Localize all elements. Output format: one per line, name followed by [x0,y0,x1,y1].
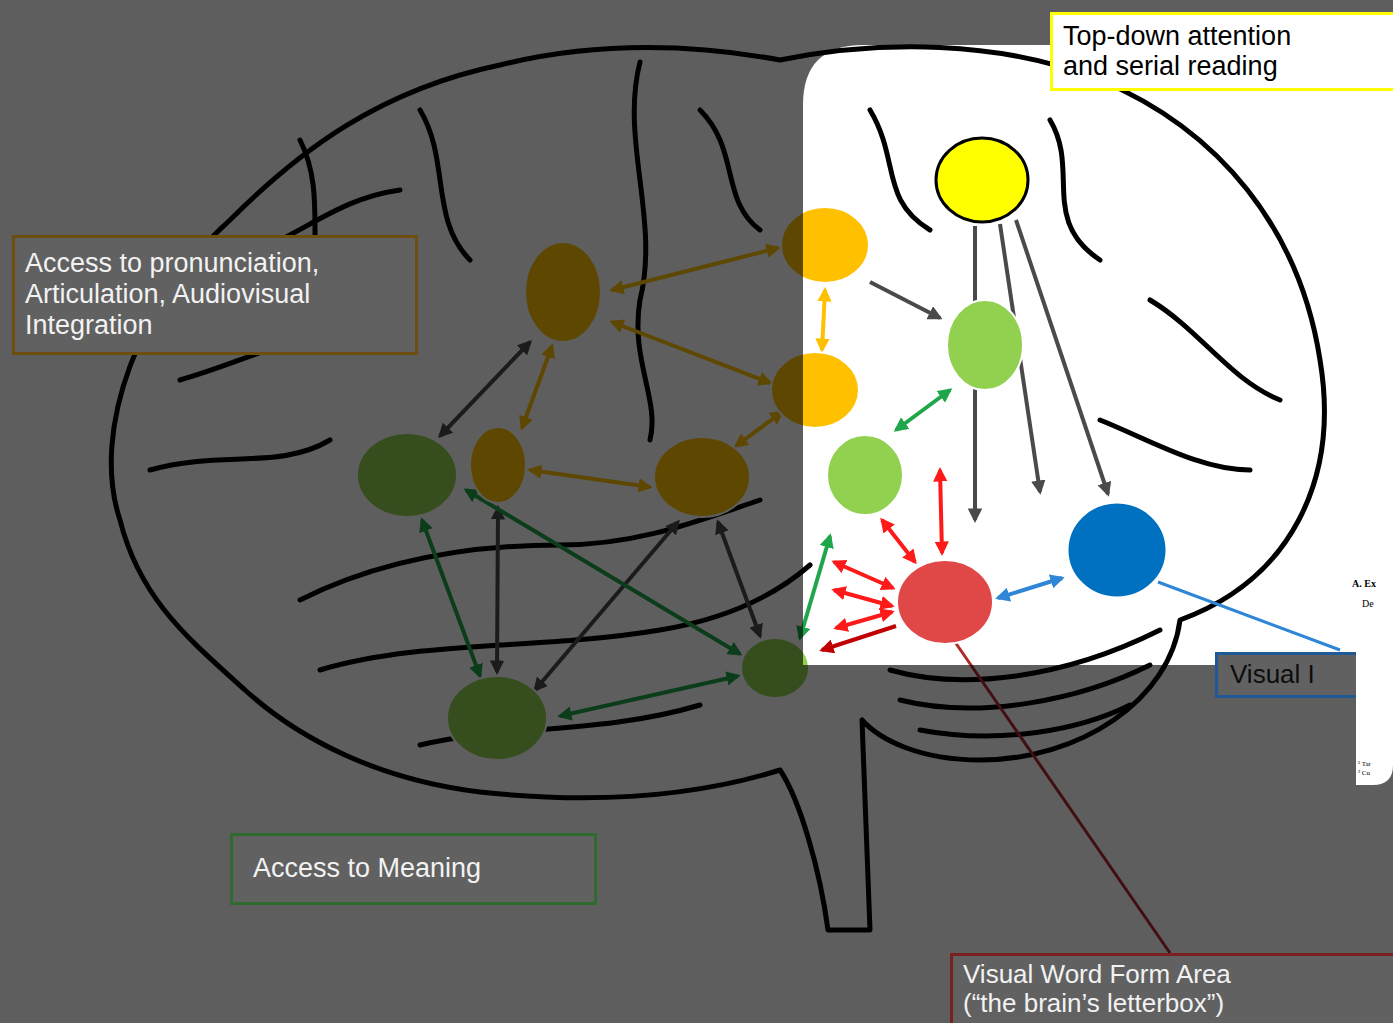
figure-fragment-text: A. Ex [1352,578,1376,589]
sulcus [1150,300,1280,400]
callout-box: Top-down attention and serial reading [1050,12,1393,91]
arrow [1016,220,1108,494]
arrow [998,578,1062,598]
callout-text: Access to Meaning [253,853,574,884]
sulcus [1050,120,1100,260]
callout-text: Top-down attention and serial reading [1063,21,1325,81]
region-green [827,435,903,515]
sulcus [870,110,930,230]
leader-line [1158,582,1340,650]
arrow [836,612,892,628]
callout-text: Visual I [1230,659,1344,690]
callout-box: Access to pronunciation, Articulation, A… [12,235,418,355]
figure-fragment-text: ² Cu [1358,769,1370,777]
region-green [947,300,1023,390]
callout-box: Access to Meaning [230,833,597,905]
callout-text: Visual Word Form Area (“the brain’s lett… [963,960,1263,1018]
region-red [897,560,993,644]
arrow [834,590,892,606]
arrow [800,536,830,638]
callout-box: Visual I [1215,652,1356,698]
arrow [822,290,825,350]
sulcus [1100,420,1250,470]
arrow [896,390,950,430]
figure-fragment-text: ¹ Tar [1358,760,1371,768]
figure-fragment-text: De [1362,598,1374,609]
arrow [822,626,896,650]
region-blue [1067,502,1167,598]
arrow [870,282,940,318]
callout-box: Visual Word Form Area (“the brain’s lett… [950,953,1393,1023]
region-yellow [936,138,1028,222]
callout-text: Access to pronunciation, Articulation, A… [25,248,405,341]
arrow [834,562,893,588]
arrow [882,520,915,562]
arrow [940,470,942,553]
